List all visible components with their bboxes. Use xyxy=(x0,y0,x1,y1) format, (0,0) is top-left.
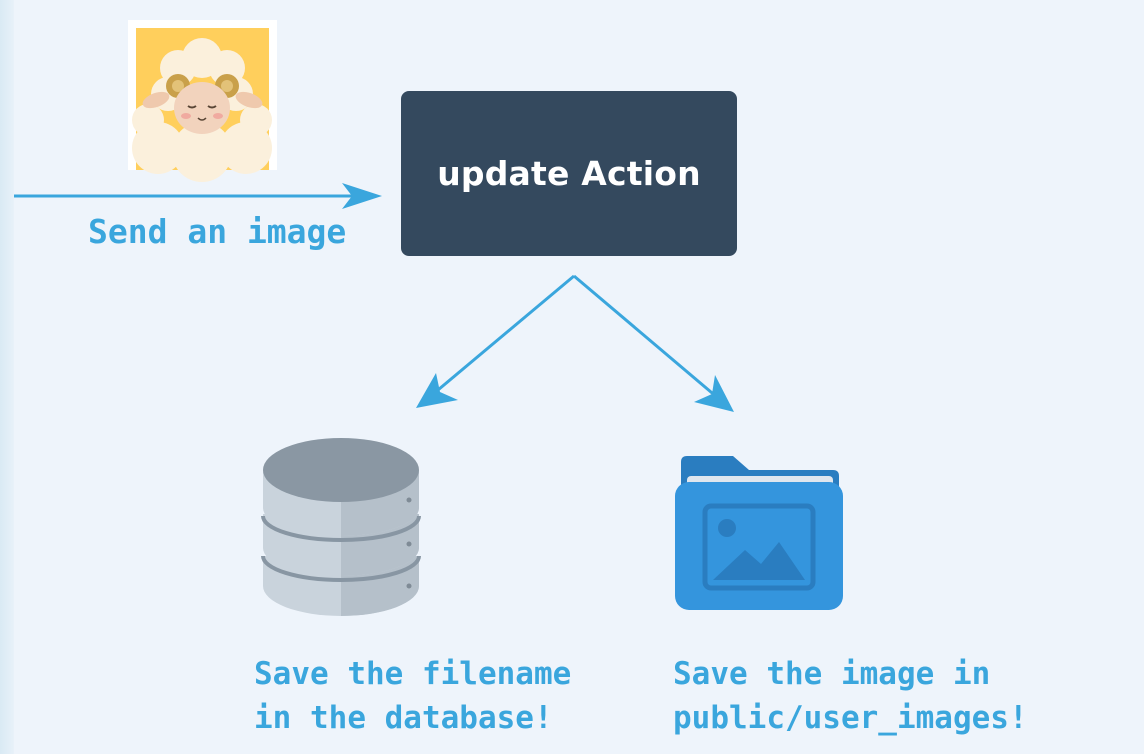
image-folder-icon xyxy=(675,456,843,610)
sheep-image-card xyxy=(128,20,277,182)
update-action-label: update Action xyxy=(437,154,701,193)
incoming-arrow xyxy=(14,183,382,209)
send-image-label: Send an image xyxy=(88,212,347,251)
update-action-box: update Action xyxy=(401,91,737,256)
arrow-to-folder xyxy=(573,274,734,412)
database-caption-line-2: in the database! xyxy=(254,700,553,736)
database-caption-line-1: Save the filename xyxy=(254,656,572,692)
database-icon xyxy=(261,438,421,616)
folder-caption-line-1: Save the image in xyxy=(673,656,991,692)
arrow-to-database xyxy=(416,274,575,408)
sheep-icon xyxy=(132,28,272,182)
folder-caption-line-2: public/user_images! xyxy=(673,700,1028,736)
left-edge-strip xyxy=(0,0,14,754)
database-caption: Save the filename in the database! xyxy=(254,652,571,740)
folder-caption: Save the image in public/user_images! xyxy=(673,652,1028,740)
